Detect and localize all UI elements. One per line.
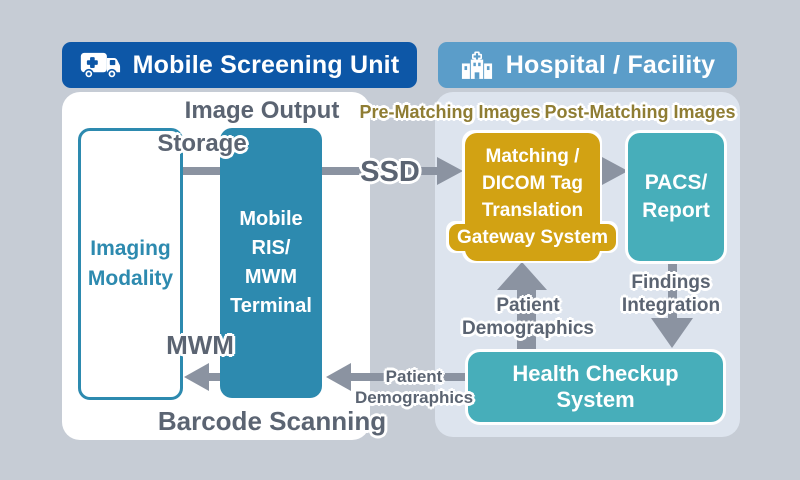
gateway-line: Matching / [485,146,580,167]
mwm-label: MWM [166,330,234,360]
checkup-line: Health Checkup [512,361,679,386]
ris-terminal-line: MWM [244,266,298,288]
mobile-screening-unit-label: Mobile Screening Unit [132,50,400,79]
gateway-line: Translation [481,200,584,221]
imaging-modality-line: Imaging [90,237,171,260]
patient-demographics-up-line: Demographics [462,318,594,339]
findings-integration-line: Integration [621,295,721,316]
matching-gateway-system-box: Matching / DICOM Tag Translation Gateway… [448,133,617,261]
imaging-modality-box: Imaging Modality [78,128,183,400]
post-matching-images-label: Post-Matching Images [544,102,736,122]
gateway-line: DICOM Tag [482,173,583,194]
checkup-to-ris-line [348,373,468,381]
hospital-facility-badge: Hospital / Facility [438,42,737,88]
findings-integration-label: Findings Integration [622,271,720,317]
ssd-label: SSD [360,156,420,188]
ssd-connector-line [321,167,439,175]
health-checkup-system-box: Health Checkup System [468,352,723,422]
pacs-line: Report [642,199,710,222]
gateway-line: Gateway System [448,224,617,251]
pacs-line: PACS/ [644,171,708,194]
mwm-connector-line [204,373,222,381]
image-output-label: Image Output [184,97,340,124]
patient-demographics-up-label: Patient Demographics [462,294,594,340]
gateway-system-box-wrap: Matching / DICOM Tag Translation Gateway… [448,133,617,261]
patient-demographics-left-line: Patient [385,367,443,386]
pacs-to-checkup-line [668,260,677,320]
ssd-arrowhead-icon [437,157,463,185]
gateway-to-pacs-arrowhead-icon [602,157,628,185]
mobile-ris-mwm-terminal-box: Mobile RIS/ MWM Terminal [220,128,322,398]
mwm-arrowhead-icon [184,363,209,391]
ambulance-icon [80,52,120,79]
findings-integration-line: Findings [631,272,711,293]
imaging-modality-line: Modality [87,267,174,290]
checkup-line: System [556,387,635,412]
hospital-icon [461,51,492,79]
patient-demographics-up-line: Patient [496,295,560,316]
hospital-facility-label: Hospital / Facility [505,50,716,79]
barcode-scanning-label: Barcode Scanning [157,406,387,436]
mobile-screening-unit-badge: Mobile Screening Unit [62,42,417,88]
patient-demographics-left-arrowhead-icon [326,363,351,391]
patient-demographics-left-line: Demographics [354,388,474,407]
pacs-report-box: PACS/ Report [628,133,724,261]
storage-connector-line [181,167,221,175]
storage-label: Storage [157,130,247,157]
checkup-to-gateway-line [517,288,536,354]
findings-arrowhead-icon [651,318,693,348]
ris-terminal-line: Terminal [230,295,312,317]
patient-demographics-left-label: Patient Demographics [355,366,473,408]
ris-terminal-line: Mobile RIS/ [239,208,303,259]
pre-matching-images-label: Pre-Matching Images [359,102,541,122]
patient-demographics-up-arrowhead-icon [497,262,547,290]
